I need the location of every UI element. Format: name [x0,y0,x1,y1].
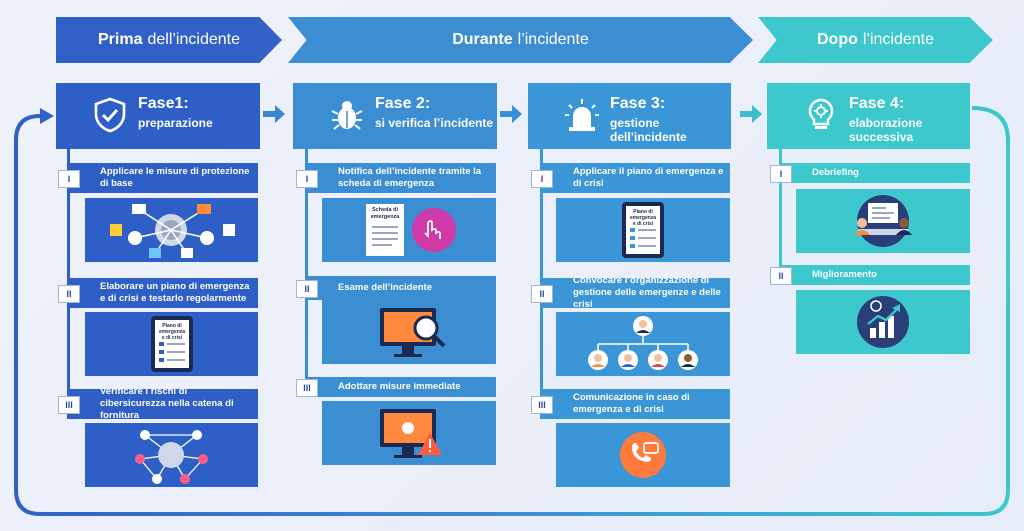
step-number: I [58,170,80,188]
bug-icon [331,101,363,130]
step-label: Elaborare un piano di emergenza e di cri… [100,281,250,304]
step-number: II [531,285,553,303]
phase-2-title: Fase 2: [375,95,431,112]
step-number: II [770,267,792,285]
arrow-right-icon [500,105,522,123]
phase-3-step-1: I Applicare il piano di emergenza e di c… [531,163,730,193]
growth-chart-icon [796,290,970,354]
banner-prima-rest: dell’incidente [147,31,240,48]
step-label: Comunicazione in caso di emergenza e di … [573,392,690,415]
phase-4-timeline [779,149,782,275]
monitor-warning-illustration [322,401,496,465]
step-number: I [770,165,792,183]
banner-prima-bold: Prima [98,31,143,48]
step-number: III [531,396,553,414]
step-label: Convocare l’organizzazione di gestione d… [573,275,721,310]
phase-3-step-2: II Convocare l’organizzazione di gestion… [531,275,730,310]
phase-1-step-2: II Elaborare un piano di emergenza e di … [58,278,258,308]
phase-2-header: Fase 2: si verifica l’incidente [293,83,497,149]
emergency-plan-tablet-illustration: Piano di emergenza e di crisi [85,312,258,376]
phase-3-header: Fase 3: gestione dell’incidente [528,83,731,149]
phase-2-step-3: III Adottare misure immediate [296,377,496,397]
phase-3-title: Fase 3: [610,95,666,112]
phase-3-step-3: III Comunicazione in caso di emergenza e… [531,389,730,419]
phase-2-step-1: I Notifica dell’incidente tramite la sch… [296,163,496,193]
tablet-caption: Piano di emergenza e di crisi [629,209,657,227]
supply-chain-network-illustration [85,423,258,487]
lightbulb-gear-icon [808,98,834,129]
step-label: Miglioramento [812,269,877,280]
step-label: Applicare il piano di emergenza e di cri… [573,166,724,189]
phase-1-title: Fase1: [138,95,189,112]
phase-3-subtitle: gestione dell’incidente [610,116,687,144]
tablet-caption: Piano di emergenza e di crisi [158,323,186,341]
meeting-illustration [796,189,970,253]
banner-dopo: Dopo l’incidente [758,17,993,63]
network-devices-illustration [85,198,258,262]
phase-4-step-1: I Debriefing [770,163,970,183]
step-label: Adottare misure immediate [338,381,461,392]
banner-prima: Prima dell’incidente [56,17,282,63]
phase-1-header: Fase1: preparazione [56,83,260,149]
alarm-light-icon [565,99,599,131]
step-label: Debriefing [812,167,859,178]
banner-durante: Durante l’incidente [288,17,753,63]
step-number: I [531,170,553,188]
banner-dopo-bold: Dopo [816,31,858,48]
monitor-magnifier-illustration [322,300,496,364]
banner-durante-rest: l’incidente [517,31,589,48]
emergency-plan-tablet-illustration: Piano di emergenza e di crisi [556,198,730,262]
form-caption: Scheda di emergenza [370,207,400,220]
phase-2-step-2: II Esame dell’incidente [296,276,496,300]
step-label: Verificare i rischi di cibersicurezza ne… [100,386,234,421]
step-label: Notifica dell’incidente tramite la sched… [338,166,482,189]
emergency-form-touch-illustration: Scheda di emergenza [322,198,496,262]
banner-dopo-rest: l’incidente [862,31,935,48]
step-number: II [58,285,80,303]
phase-4-header: Fase 4: elaborazione successiva [767,83,970,149]
step-label: Applicare le misure di protezione di bas… [100,166,250,189]
phase-4-step-2: II Miglioramento [770,265,970,285]
step-number: II [296,280,318,298]
step-number: III [296,379,318,397]
org-chart-illustration [556,312,730,376]
phase-1-step-1: I Applicare le misure di protezione di b… [58,163,258,193]
step-number: III [58,396,80,414]
step-label: Esame dell’incidente [338,282,432,293]
step-number: I [296,170,318,188]
arrow-right-icon [740,105,762,123]
shield-check-icon [94,97,126,133]
phase-1-subtitle: preparazione [138,116,213,130]
phase-2-subtitle: si verifica l’incidente [375,116,494,130]
phase-2-timeline [305,149,308,389]
banner-durante-bold: Durante [452,31,513,48]
phone-chat-icon [556,423,730,487]
phase-1-step-3: III Verificare i rischi di cibersicurezz… [58,386,258,421]
phase-4-subtitle: elaborazione successiva [849,116,923,144]
phase-4-title: Fase 4: [849,95,905,112]
arrow-right-icon [263,105,285,123]
